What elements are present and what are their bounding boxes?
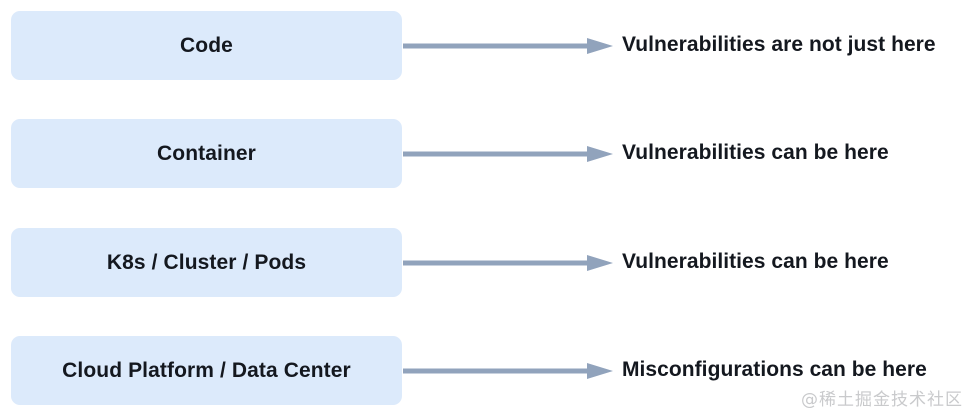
right-arrow-icon [403,38,613,54]
callout-label: Misconfigurations can be here [622,336,927,405]
watermark: @稀土掘金技术社区 [801,390,963,410]
callout-label: Vulnerabilities can be here [622,228,889,297]
callout-text: Misconfigurations can be here [622,358,927,382]
diagram-row: Code Vulnerabilities are not just here [0,11,977,80]
diagram-row: Container Vulnerabilities can be here [0,119,977,188]
callout-label: Vulnerabilities can be here [622,119,889,188]
layer-box-label: Cloud Platform / Data Center [62,358,351,382]
diagram-row: Cloud Platform / Data Center Misconfigur… [0,336,977,405]
layer-box-container: Container [11,119,402,188]
callout-text: Vulnerabilities are not just here [622,33,936,57]
callout-label: Vulnerabilities are not just here [622,11,936,80]
diagram-row: K8s / Cluster / Pods Vulnerabilities can… [0,228,977,297]
layer-box-cloud-platform-data-center: Cloud Platform / Data Center [11,336,402,405]
layer-box-label: Container [157,141,256,165]
callout-text: Vulnerabilities can be here [622,141,889,165]
callout-text: Vulnerabilities can be here [622,250,889,274]
right-arrow-icon [403,146,613,162]
right-arrow-icon [403,255,613,271]
layer-box-k8s-cluster-pods: K8s / Cluster / Pods [11,228,402,297]
right-arrow-icon [403,363,613,379]
layer-box-code: Code [11,11,402,80]
layer-box-label: K8s / Cluster / Pods [106,250,307,274]
layer-box-label: Code [180,33,233,57]
